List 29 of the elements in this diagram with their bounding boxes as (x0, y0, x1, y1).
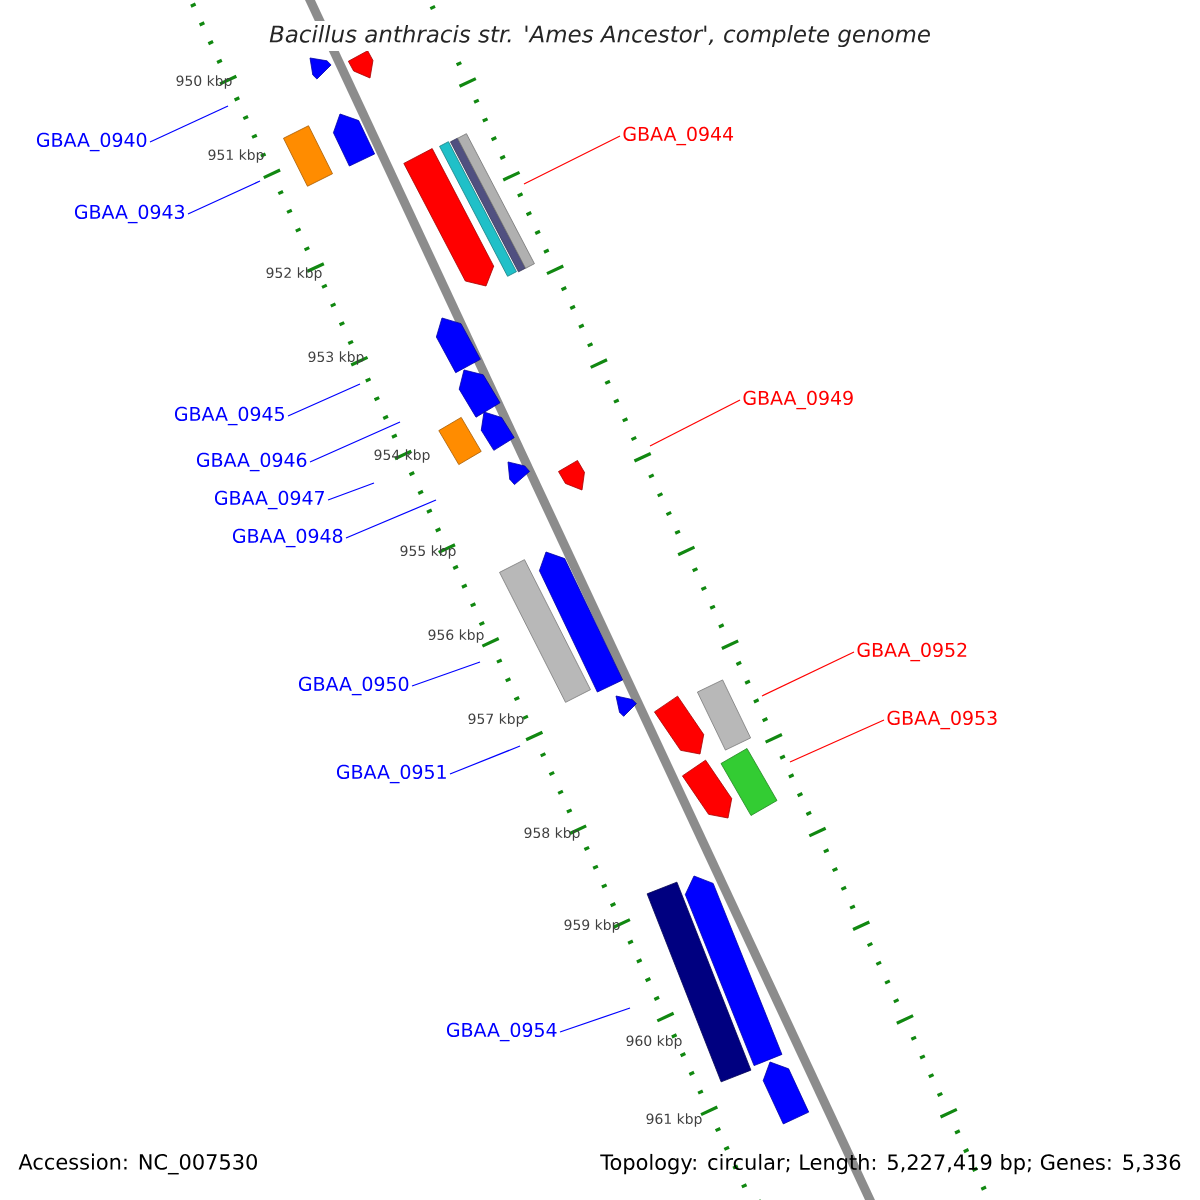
leader-line (523, 135, 621, 185)
leader-line (287, 383, 361, 417)
gene-label: GBAA_0950 (298, 676, 409, 696)
gene-label: GBAA_0951 (336, 764, 446, 784)
leader-line (327, 482, 375, 501)
gene-label: GBAA_0953 (887, 710, 997, 730)
leader-line (559, 1007, 631, 1033)
leader-line (411, 661, 481, 687)
gene-label: GBAA_0952 (857, 642, 967, 662)
accession-text: Accession: NC_007530 (18, 1153, 257, 1175)
leader-line (649, 399, 741, 447)
gene-label: GBAA_0954 (446, 1022, 557, 1042)
leader-line (789, 719, 885, 763)
gene-label: GBAA_0943 (74, 204, 185, 224)
gene-label: GBAA_0945 (174, 406, 284, 426)
leader-line (309, 421, 401, 463)
title: Bacillus anthracis str. 'Ames Ancestor', complete genome (265, 20, 935, 52)
gene-label: GBAA_0948 (232, 528, 343, 548)
leader-line (345, 499, 437, 539)
gene-label: GBAA_0947 (214, 490, 324, 510)
gene-label: GBAA_0940 (36, 132, 147, 152)
leader-line (761, 651, 855, 697)
leader-line (449, 745, 521, 775)
gene-label: GBAA_0949 (743, 390, 853, 410)
gene-label: GBAA_0944 (623, 126, 734, 146)
genome-info-text: Topology: circular; Length: 5,227,419 bp; Genes: 5,336 (600, 1153, 1181, 1175)
gene-label: GBAA_0946 (196, 452, 307, 472)
leader-line (149, 105, 229, 143)
leader-line (187, 180, 261, 215)
